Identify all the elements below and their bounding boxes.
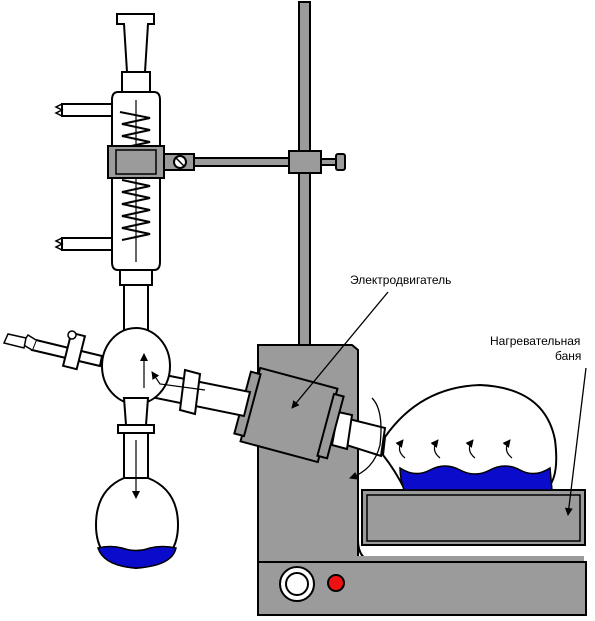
control-knob[interactable] — [279, 566, 315, 602]
power-indicator-light — [327, 574, 345, 592]
clamp-knob[interactable] — [335, 153, 346, 171]
motor-label: Электродвигатель — [350, 273, 451, 287]
clamp-arm — [193, 150, 338, 174]
stopcock-valve[interactable] — [2, 330, 104, 371]
upper-water-connector — [54, 103, 113, 117]
clamp-screw[interactable] — [173, 155, 187, 169]
bath-label-line2: баня — [555, 349, 581, 363]
motor-block — [233, 366, 345, 464]
vapor-duct — [144, 368, 252, 418]
distillation-head — [101, 327, 171, 426]
receiving-flask — [94, 477, 180, 570]
rotating-flask — [330, 383, 558, 491]
condenser-clamp — [107, 145, 195, 179]
vapor-arrows — [395, 439, 513, 459]
vapor-inlet-arrow — [151, 371, 206, 391]
lower-water-connector — [54, 237, 113, 251]
heating-bath — [361, 489, 586, 546]
condenser — [111, 13, 161, 331]
bath-leader-arrow — [564, 367, 587, 516]
rotation-arrow — [349, 397, 382, 480]
stand-rod — [298, 1, 311, 348]
motor-leader-arrow — [291, 291, 389, 409]
bath-label-line1: Нагревательная — [490, 334, 580, 348]
